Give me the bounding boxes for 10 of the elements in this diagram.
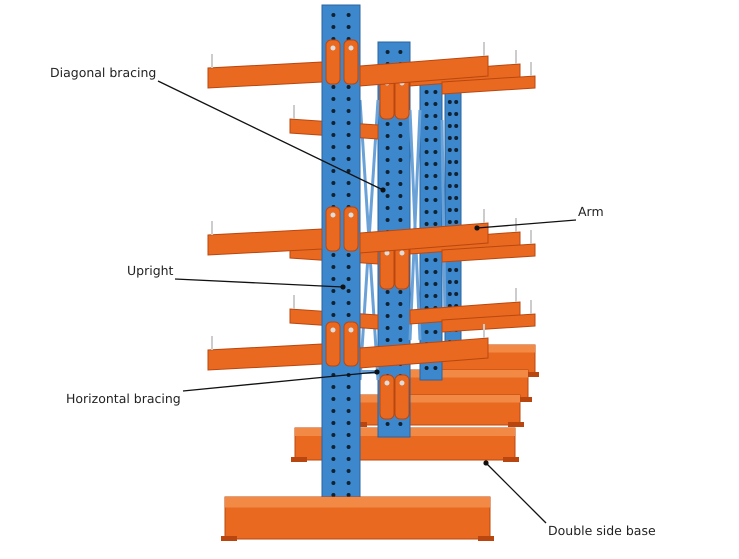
part-label: Horizontal bracing	[66, 391, 181, 407]
leader-line	[483, 460, 546, 524]
part-label: Arm	[578, 204, 604, 220]
leader-line	[158, 80, 386, 193]
leader-line	[182, 369, 380, 392]
part-label: Diagonal bracing	[50, 65, 156, 81]
part-label: Double side base	[548, 523, 656, 539]
leader-line	[474, 219, 576, 231]
leader-line	[174, 278, 346, 290]
part-label: Upright	[127, 263, 174, 279]
